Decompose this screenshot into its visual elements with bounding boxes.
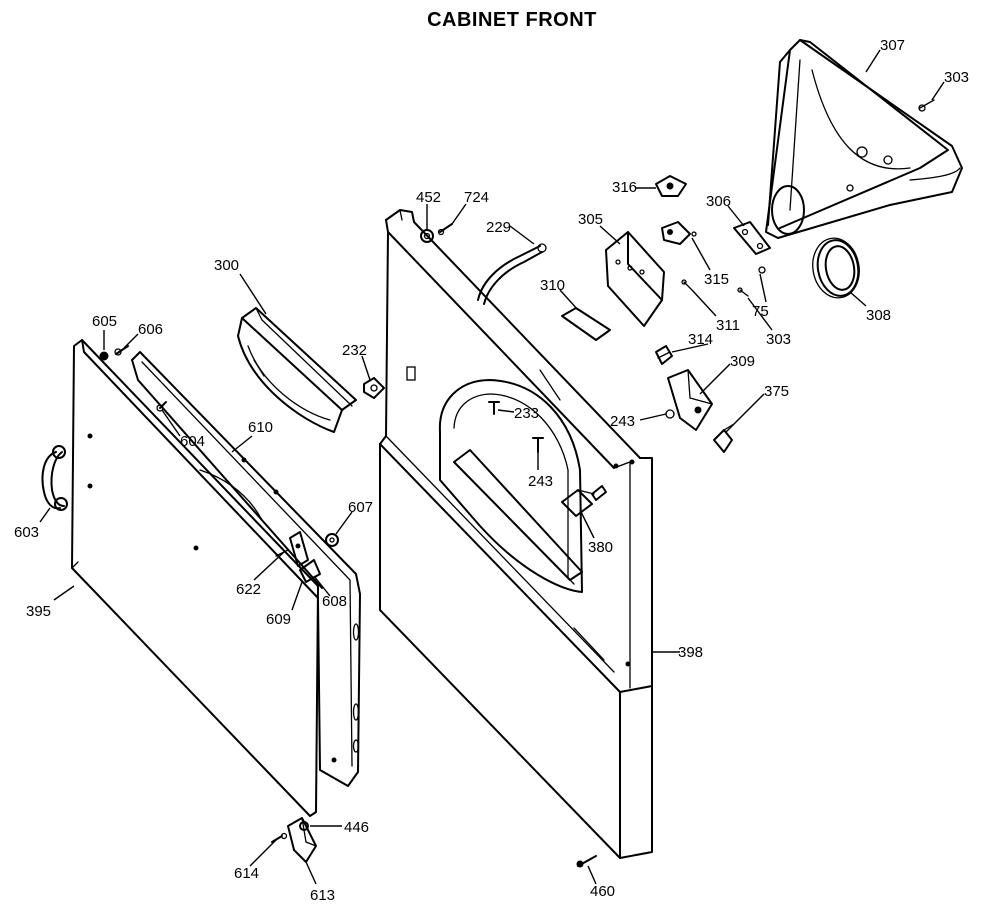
label-316: 316 — [612, 179, 637, 196]
switch-316 — [655, 175, 687, 197]
lower-hinge-613 — [271, 817, 317, 863]
door-latch-380 — [561, 485, 607, 517]
label-604: 604 — [180, 433, 205, 450]
label-613: 613 — [310, 887, 335, 904]
label-243-right: 243 — [610, 413, 635, 430]
label-311: 311 — [716, 317, 740, 334]
label-452: 452 — [416, 189, 441, 206]
label-610: 610 — [248, 419, 273, 436]
label-232: 232 — [342, 342, 367, 359]
label-460: 460 — [590, 883, 615, 900]
bracket-306 — [733, 221, 771, 274]
knob-375 — [713, 423, 735, 453]
diagram-title: CABINET FRONT — [427, 9, 597, 31]
label-609: 609 — [266, 611, 291, 628]
clip-314 — [655, 345, 673, 365]
label-308: 308 — [866, 307, 891, 324]
top-screws — [420, 223, 453, 243]
label-605: 605 — [92, 313, 117, 330]
door-switch-309 — [667, 369, 713, 431]
label-315: 315 — [704, 271, 729, 288]
door-screws — [99, 345, 167, 412]
lint-filter-300 — [237, 307, 357, 433]
label-310: 310 — [540, 277, 565, 294]
label-233: 233 — [514, 405, 539, 422]
cabinet-front-panel-398 — [379, 209, 653, 859]
label-309: 309 — [730, 353, 755, 370]
label-303-mid: 303 — [766, 331, 791, 348]
label-614: 614 — [234, 865, 259, 882]
label-375: 375 — [764, 383, 789, 400]
label-243-center: 243 — [528, 473, 553, 490]
bumper-232 — [363, 377, 385, 399]
label-314: 314 — [688, 331, 713, 348]
vent-duct-part — [765, 39, 963, 239]
label-300: 300 — [214, 257, 239, 274]
label-306: 306 — [706, 193, 731, 210]
screw-460 — [576, 855, 597, 868]
opening-screws — [488, 401, 544, 453]
outer-door-panel-395 — [71, 339, 319, 817]
label-607: 607 — [348, 499, 373, 516]
part-labels: 307 303 316 306 305 315 75 308 311 303 3… — [14, 37, 969, 904]
label-380: 380 — [588, 539, 613, 556]
label-398: 398 — [678, 644, 703, 661]
switch-315 — [661, 221, 697, 245]
label-395: 395 — [26, 603, 51, 620]
label-608: 608 — [322, 593, 347, 610]
strip-310 — [561, 307, 611, 341]
label-622: 622 — [236, 581, 261, 598]
small-screws — [681, 99, 935, 297]
label-305: 305 — [578, 211, 603, 228]
label-229: 229 — [486, 219, 511, 236]
duct-seal-ring — [812, 237, 860, 299]
door-handle-603 — [41, 445, 68, 511]
label-446: 446 — [344, 819, 369, 836]
label-603: 603 — [14, 524, 39, 541]
label-307: 307 — [880, 37, 905, 54]
label-75: 75 — [752, 303, 769, 320]
label-724: 724 — [464, 189, 489, 206]
control-box-305 — [605, 231, 665, 327]
label-606: 606 — [138, 321, 163, 338]
label-303-top: 303 — [944, 69, 969, 86]
screw-243 — [665, 409, 675, 419]
wire-harness-229 — [477, 243, 547, 305]
leader-lines — [39, 49, 945, 885]
door-hinge-parts — [275, 531, 339, 583]
